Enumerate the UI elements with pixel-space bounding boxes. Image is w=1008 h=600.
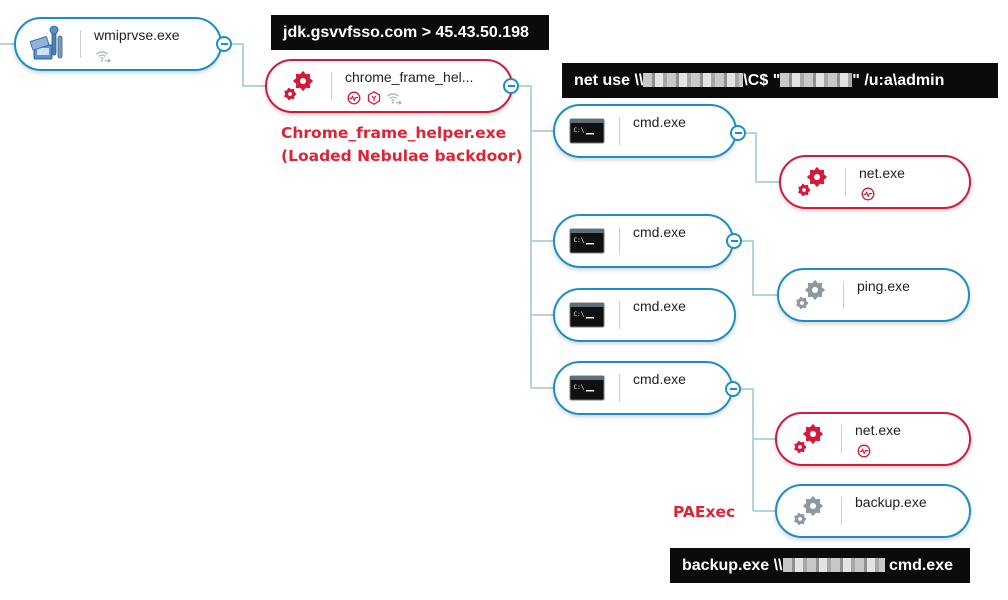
process-node-cmd-2[interactable]: C:\ cmd.exe <box>553 214 734 268</box>
callout-text-user: " /u:a\admin <box>852 72 945 89</box>
gears-red-icon <box>793 162 833 202</box>
callout-text-share: \C$ " <box>743 72 781 89</box>
callout-backup: backup.exe \\ cmd.exe <box>670 548 970 583</box>
process-node-cmd-4[interactable]: C:\ cmd.exe <box>553 361 733 415</box>
process-node-wmiprvse[interactable]: wmiprvse.exe <box>14 17 222 71</box>
callout-text: jdk.gsvvfsso.com > 45.43.50.198 <box>283 24 529 41</box>
console-icon: C:\ <box>567 368 607 408</box>
connector-chrome-children-trunk <box>519 85 532 388</box>
process-node-chrome-frame-helper[interactable]: chrome_frame_hel... <box>265 59 513 113</box>
process-node-cmd-1[interactable]: C:\ cmd.exe <box>553 104 737 158</box>
callout-domain-ip: jdk.gsvvfsso.com > 45.43.50.198 <box>271 15 549 50</box>
process-name: chrome_frame_hel... <box>345 69 474 85</box>
connector-cmd-2-to-ping <box>742 240 777 296</box>
process-name: ping.exe <box>857 278 910 294</box>
gears-red-icon <box>789 419 829 459</box>
network-icon <box>95 49 111 63</box>
annotation-line-2: (Loaded Nebulae backdoor) <box>281 147 523 165</box>
connector-cmd-1-to-net <box>746 132 779 183</box>
process-name: cmd.exe <box>633 371 686 387</box>
annotation-paexec: PAExec <box>673 503 736 521</box>
process-node-ping[interactable]: ping.exe <box>777 268 970 322</box>
collapse-toggle-cmd-4[interactable] <box>725 381 741 397</box>
connector-cmd-4-children-trunk <box>741 388 754 511</box>
collapse-toggle-chrome-frame-helper[interactable] <box>503 78 519 94</box>
annotation-line-1: Chrome_frame_helper.exe <box>281 124 507 142</box>
svg-text:C:\: C:\ <box>574 237 585 244</box>
process-node-net-1[interactable]: net.exe <box>779 155 971 209</box>
activity-icon <box>856 444 872 458</box>
svg-text:C:\: C:\ <box>574 384 585 391</box>
process-name: cmd.exe <box>633 114 686 130</box>
process-name: net.exe <box>855 422 901 438</box>
process-name: cmd.exe <box>633 298 686 314</box>
process-name: net.exe <box>859 165 905 181</box>
connector-wmiprvse-to-chrome <box>232 43 265 87</box>
console-icon: C:\ <box>567 221 607 261</box>
node-badges <box>95 49 111 63</box>
node-badges <box>856 444 872 458</box>
activity-icon <box>860 187 876 201</box>
process-node-net-2[interactable]: net.exe <box>775 412 971 466</box>
callout-net-use: net use \\ \C$ " " /u:a\admin <box>562 63 998 98</box>
activity-icon <box>346 91 362 105</box>
network-icon <box>386 91 402 105</box>
collapse-toggle-wmiprvse[interactable] <box>216 36 232 52</box>
gears-gray-icon <box>791 275 831 315</box>
gears-red-icon <box>279 66 319 106</box>
svg-text:C:\: C:\ <box>574 311 585 318</box>
callout-text-prefix: net use \\ <box>574 72 644 89</box>
collapse-toggle-cmd-1[interactable] <box>730 125 746 141</box>
process-name: backup.exe <box>855 494 927 510</box>
callout-text-prefix: backup.exe \\ <box>682 557 783 574</box>
console-icon: C:\ <box>567 295 607 335</box>
callout-text-command: cmd.exe <box>884 557 953 574</box>
hexagon-alert-icon <box>366 91 382 105</box>
redacted-password <box>780 73 853 87</box>
svg-text:C:\: C:\ <box>574 127 585 134</box>
wmi-tools-icon <box>28 24 68 64</box>
redacted-host <box>643 73 744 87</box>
gears-gray-icon <box>789 491 829 531</box>
process-name: wmiprvse.exe <box>94 27 180 43</box>
collapse-toggle-cmd-2[interactable] <box>726 233 742 249</box>
node-badges <box>346 91 402 105</box>
node-badges <box>860 187 876 201</box>
process-node-cmd-3[interactable]: C:\ cmd.exe <box>553 288 736 342</box>
annotation-chrome-frame-helper: Chrome_frame_helper.exe (Loaded Nebulae … <box>281 122 523 168</box>
redacted-host <box>782 558 885 572</box>
console-icon: C:\ <box>567 111 607 151</box>
process-name: cmd.exe <box>633 224 686 240</box>
process-node-backup[interactable]: backup.exe <box>775 484 971 538</box>
